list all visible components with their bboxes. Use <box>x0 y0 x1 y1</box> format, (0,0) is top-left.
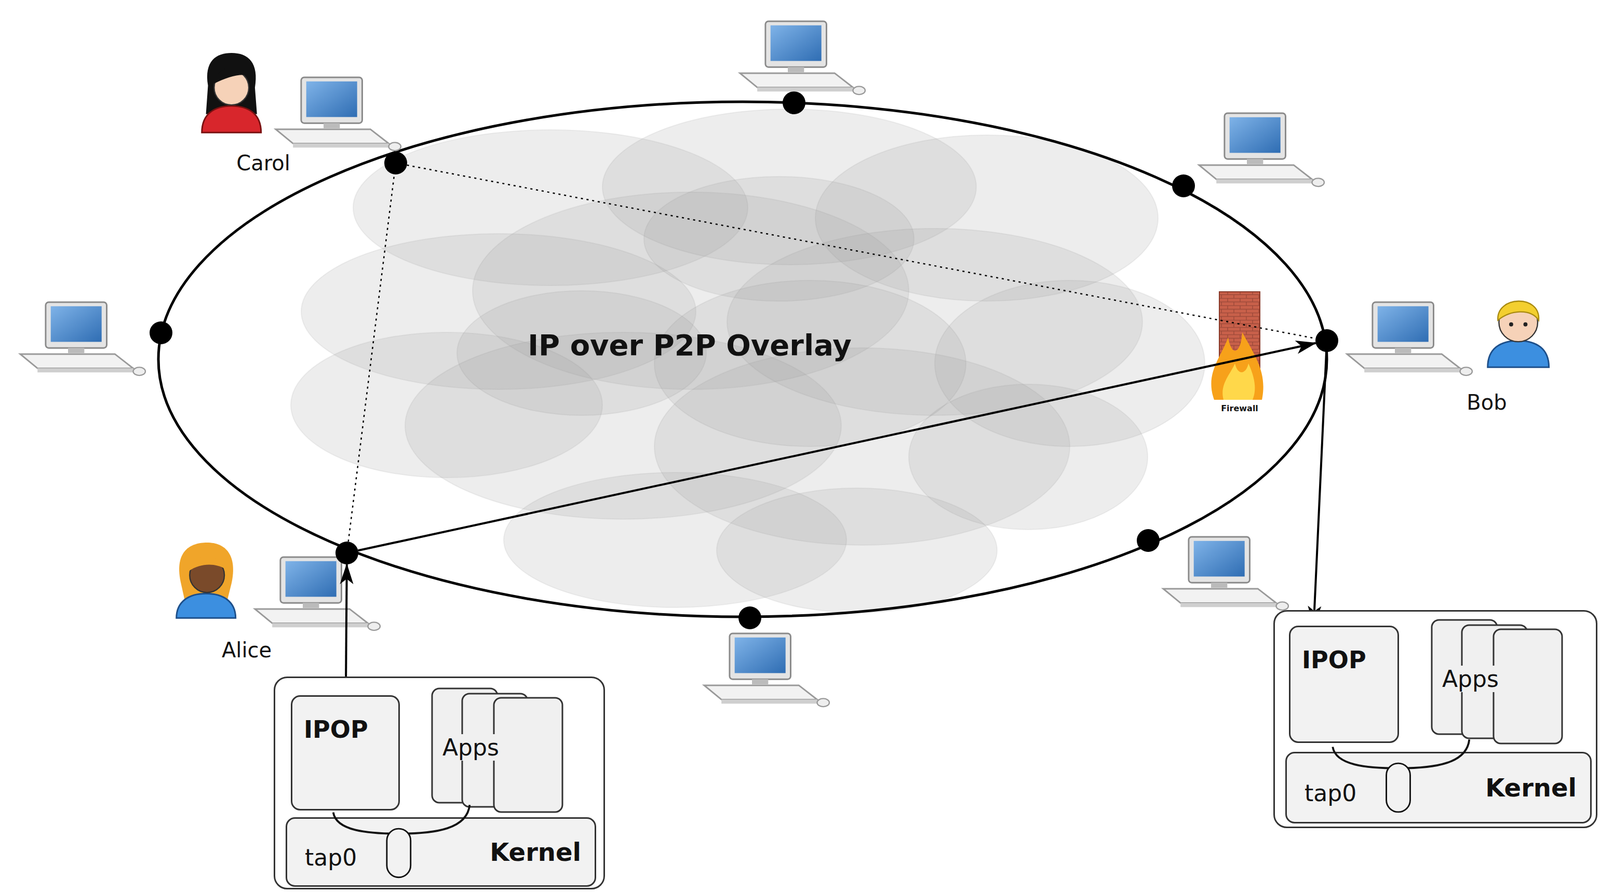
dotted-path <box>348 174 395 542</box>
peer-node: Carol <box>384 151 408 175</box>
peer-name: Bob <box>1466 390 1507 415</box>
firewall-label: Firewall <box>1220 403 1259 414</box>
kernel-box: tap0 Kernel <box>1285 751 1592 824</box>
dotted-path <box>407 165 1316 339</box>
kernel-box: tap0 Kernel <box>285 817 597 887</box>
apps-stack: Apps <box>1430 619 1564 747</box>
route-arrow <box>345 564 347 696</box>
kernel-label: Kernel <box>1485 773 1577 803</box>
ipop-label: IPOP <box>303 715 369 744</box>
route-arrow <box>1313 352 1327 626</box>
tap-label: tap0 <box>304 844 357 871</box>
route-arrow <box>358 343 1316 551</box>
host-box: IPOP Apps tap0 Kernel <box>273 676 605 890</box>
overlay-title: IP over P2P Overlay <box>527 328 852 362</box>
peer-name: Alice <box>221 638 272 663</box>
apps-label: Apps <box>1440 665 1501 693</box>
ipop-box: IPOP <box>1288 625 1400 744</box>
apps-stack: Apps <box>431 687 564 814</box>
app-box <box>493 697 563 813</box>
peer-name: Carol <box>236 151 291 176</box>
peer-node: Alice <box>335 541 359 565</box>
apps-label: Apps <box>440 734 502 761</box>
app-box <box>1493 629 1563 744</box>
host-box: IPOP Apps tap0 Kernel <box>1273 610 1598 829</box>
kernel-label: Kernel <box>489 837 582 867</box>
tap-label: tap0 <box>1304 780 1357 807</box>
ipop-box: IPOP <box>290 695 400 811</box>
peer-node: Bob <box>1315 329 1339 353</box>
tap-port <box>1386 763 1411 813</box>
ipop-label: IPOP <box>1301 646 1367 675</box>
tap-port <box>386 828 411 878</box>
